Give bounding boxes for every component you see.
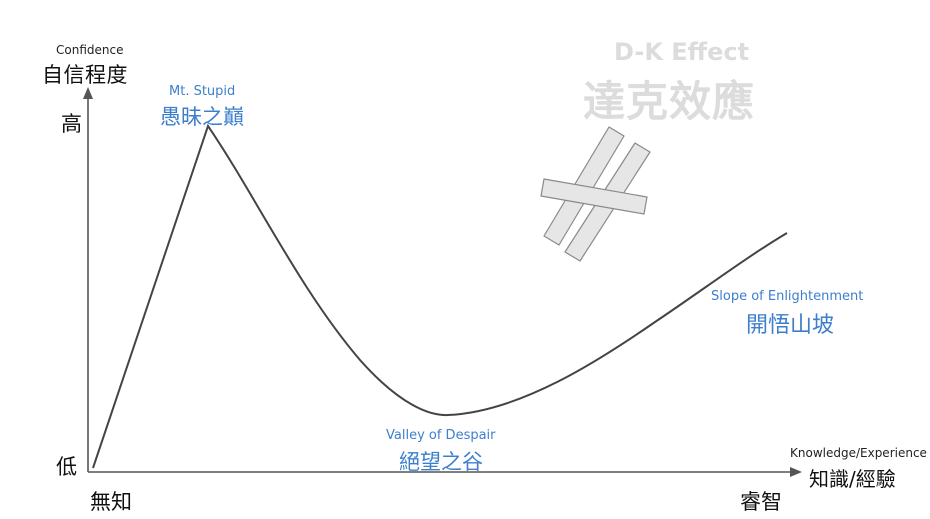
x-axis-label-zh: 知識/經驗 [809,467,896,491]
x-axis-left-label: 無知 [90,490,132,514]
valley-label-zh: 絕望之谷 [399,450,483,474]
y-axis-high-label: 高 [61,112,82,136]
y-axis-label-en: Confidence [56,43,124,57]
y-axis-low-label: 低 [56,455,77,479]
slope-label-zh: 開悟山坡 [746,313,835,338]
y-axis-label-zh: 自信程度 [42,63,128,87]
slope-label-en: Slope of Enlightenment [711,289,864,304]
watermark-title-en: D-K Effect [614,38,750,66]
dunning-kruger-curve [92,123,788,469]
x-axis-right-label: 睿智 [740,490,782,514]
x-axis-label-en: Knowledge/Experience [790,446,927,460]
x-axis-arrow-icon [790,467,802,477]
watermark-title-zh: 達克效應 [583,77,756,126]
valley-label-en: Valley of Despair [386,428,496,443]
hash-symbol-icon [540,126,651,262]
peak-label-en: Mt. Stupid [169,84,236,99]
y-axis-arrow-icon [83,87,93,99]
peak-label-zh: 愚昧之巔 [160,105,244,129]
